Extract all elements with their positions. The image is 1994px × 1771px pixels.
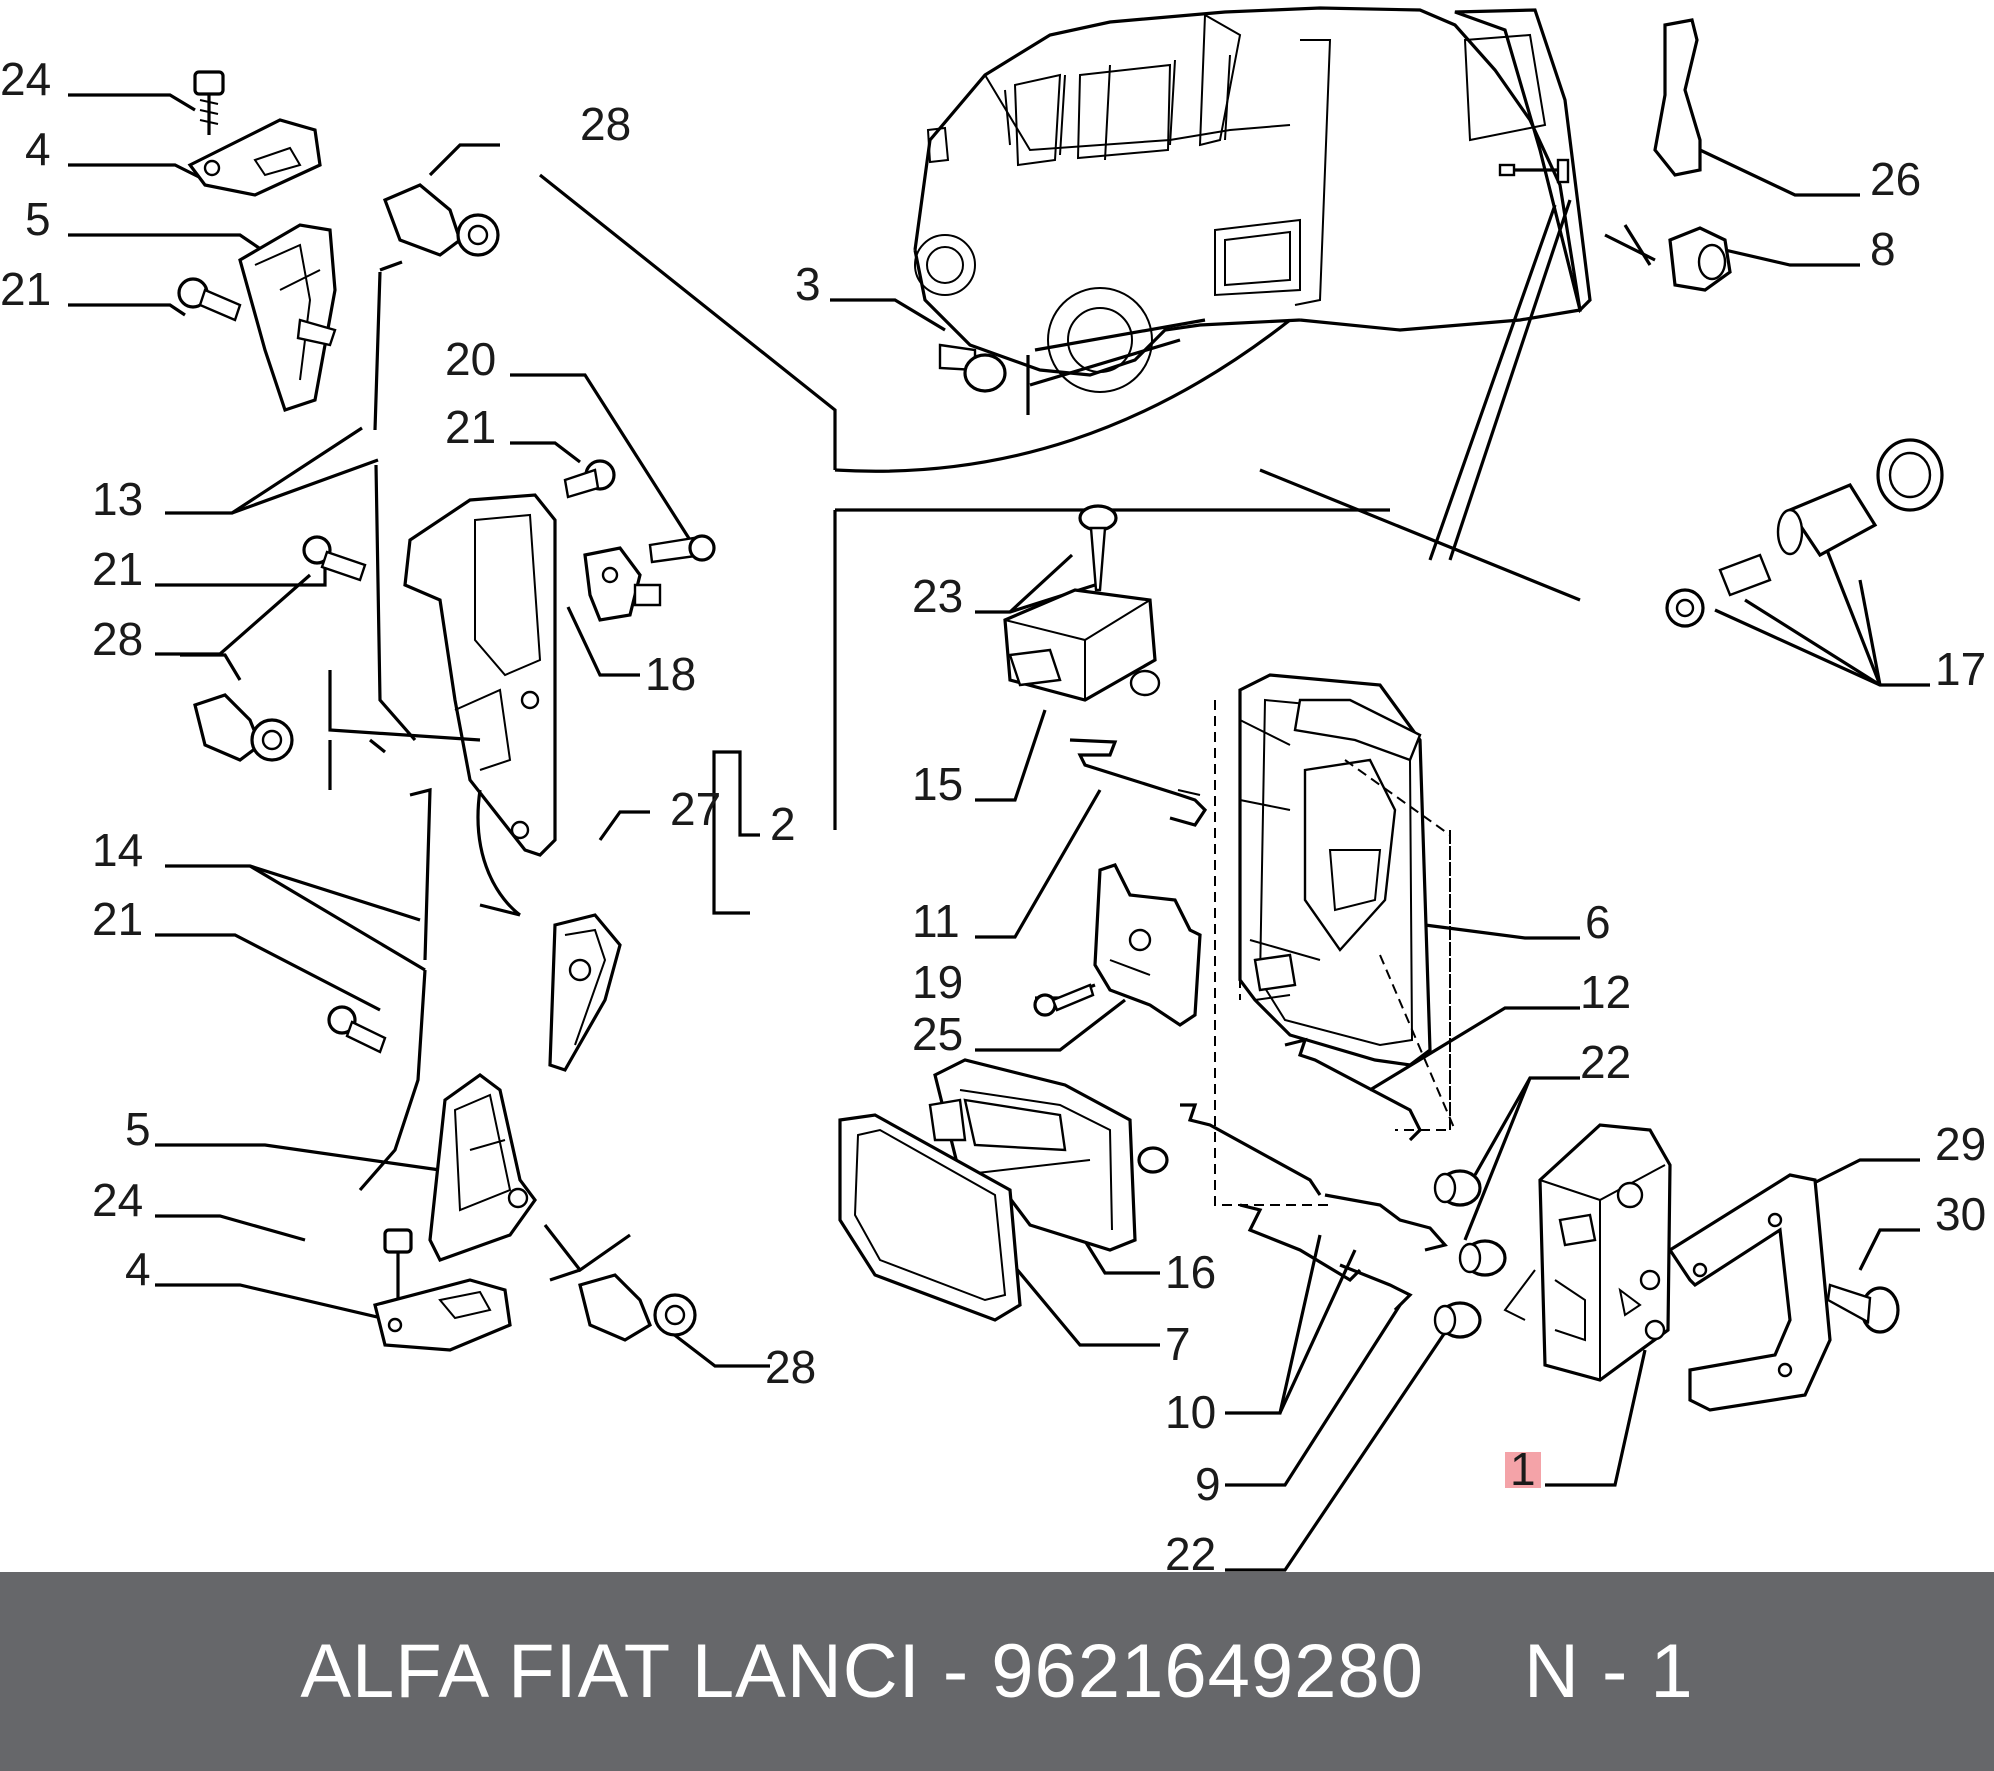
part-screw-30 — [1826, 1283, 1900, 1334]
part-handle-16 — [928, 1058, 1169, 1252]
part-lock-cylinder-17 — [1665, 438, 1944, 628]
callout-13: 13 — [92, 473, 143, 525]
callout-17: 17 — [1935, 643, 1986, 695]
callout-14: 14 — [92, 824, 143, 876]
part-handle-assembly-6 — [1238, 673, 1456, 1131]
part-handle-27 — [548, 913, 622, 1072]
part-number-label: ALFA FIAT LANCI - 9621649280 — [300, 1629, 1424, 1714]
part-clip-28-bottom — [578, 1273, 697, 1342]
part-screw-21-d — [327, 1005, 387, 1054]
callout-28-bottom: 28 — [765, 1341, 816, 1393]
part-screw-23 — [1078, 504, 1118, 592]
callout-30: 30 — [1935, 1188, 1986, 1240]
callout-10: 10 — [1165, 1386, 1216, 1438]
callout-11: 11 — [912, 895, 960, 947]
callout-27: 27 — [670, 783, 721, 835]
part-rod-12 — [1284, 1037, 1422, 1142]
callout-9: 9 — [1195, 1458, 1221, 1510]
part-hinge-5-top — [238, 223, 337, 413]
callout-25: 25 — [912, 1008, 963, 1060]
callout-2: 2 — [770, 798, 796, 850]
callout-24-bottom: 24 — [92, 1174, 143, 1226]
callout-8: 8 — [1870, 223, 1896, 275]
footer-bar: ALFA FIAT LANCI - 9621649280 N - 1 — [0, 1572, 1994, 1771]
callout-5-top: 5 — [25, 193, 51, 245]
part-plate-4-top — [187, 118, 322, 197]
callout-16: 16 — [1165, 1246, 1216, 1298]
callout-15: 15 — [912, 758, 963, 810]
part-strap-lines — [543, 1224, 631, 1282]
part-bumper-8 — [1668, 226, 1732, 292]
callout-labels: 24 4 5 21 28 13 20 21 21 18 28 27 2 14 2… — [0, 53, 1986, 1572]
part-bolt-20 — [648, 534, 716, 564]
callout-6: 6 — [1585, 896, 1611, 948]
part-bolt-24-top — [193, 70, 225, 135]
part-bolt-3 — [938, 343, 1007, 393]
part-bracket-2-lines — [328, 670, 521, 917]
callout-21-c: 21 — [92, 893, 143, 945]
part-hinge-5-bottom — [428, 1073, 537, 1262]
callout-28-top: 28 — [580, 98, 631, 150]
part-actuator-15 — [1003, 588, 1161, 702]
part-rod-10 — [1180, 1103, 1362, 1283]
callout-3: 3 — [795, 258, 821, 310]
part-clip-28-mid — [193, 693, 294, 762]
callout-12: 12 — [1580, 966, 1631, 1018]
part-clip-28-top — [382, 183, 500, 257]
callout-4-top: 4 — [25, 123, 51, 175]
page-label: N - 1 — [1523, 1629, 1694, 1714]
part-rod-11 — [1069, 738, 1208, 827]
parts-diagram: 24 4 5 21 28 13 20 21 21 18 28 27 2 14 2… — [0, 6, 1986, 1572]
callout-23: 23 — [912, 570, 963, 622]
callout-18: 18 — [645, 648, 696, 700]
part-grommet-22 — [1433, 1169, 1507, 1339]
part-screw-21-c — [302, 535, 367, 582]
part-screw-21-a — [177, 277, 242, 322]
callout-5-bottom: 5 — [125, 1103, 151, 1155]
callout-1: 1 — [1510, 1443, 1536, 1495]
part-screw-19 — [1033, 983, 1095, 1017]
part-rod-9 — [1324, 1193, 1448, 1312]
footer-caption: ALFA FIAT LANCI - 9621649280 N - 1 — [0, 1572, 1994, 1771]
part-rod-13 — [369, 260, 417, 754]
callout-21-top: 21 — [0, 263, 51, 315]
callout-28-mid: 28 — [92, 613, 143, 665]
part-lock-1 — [1503, 1123, 1672, 1382]
part-bracket-18 — [583, 546, 662, 622]
callout-20: 20 — [445, 333, 496, 385]
van-illustration — [913, 6, 1592, 415]
callout-22-top: 22 — [1580, 1036, 1631, 1088]
part-lock-plate-2 — [403, 493, 557, 857]
callout-21-b: 21 — [92, 543, 143, 595]
part-lever-26 — [1653, 18, 1702, 177]
part-gasket-29 — [1667, 1173, 1832, 1412]
callout-24-top: 24 — [0, 53, 51, 105]
callout-26: 26 — [1870, 153, 1921, 205]
highlight-marker — [1505, 1452, 1541, 1488]
callout-22-bottom: 22 — [1165, 1528, 1216, 1572]
part-plate-25 — [1093, 863, 1202, 1027]
callout-29: 29 — [1935, 1118, 1986, 1170]
part-screw-21-b — [563, 459, 616, 499]
part-rod-14 — [358, 787, 432, 1192]
callout-19: 19 — [912, 956, 963, 1008]
leader-lines — [68, 93, 1930, 1572]
part-plate-4-bottom — [373, 1278, 512, 1352]
part-bolt-24-bottom — [383, 1228, 413, 1300]
part-bezel-7 — [838, 1113, 1022, 1322]
callout-7: 7 — [1165, 1318, 1191, 1370]
callout-4-bottom: 4 — [125, 1243, 151, 1295]
callout-21-a: 21 — [445, 401, 496, 453]
